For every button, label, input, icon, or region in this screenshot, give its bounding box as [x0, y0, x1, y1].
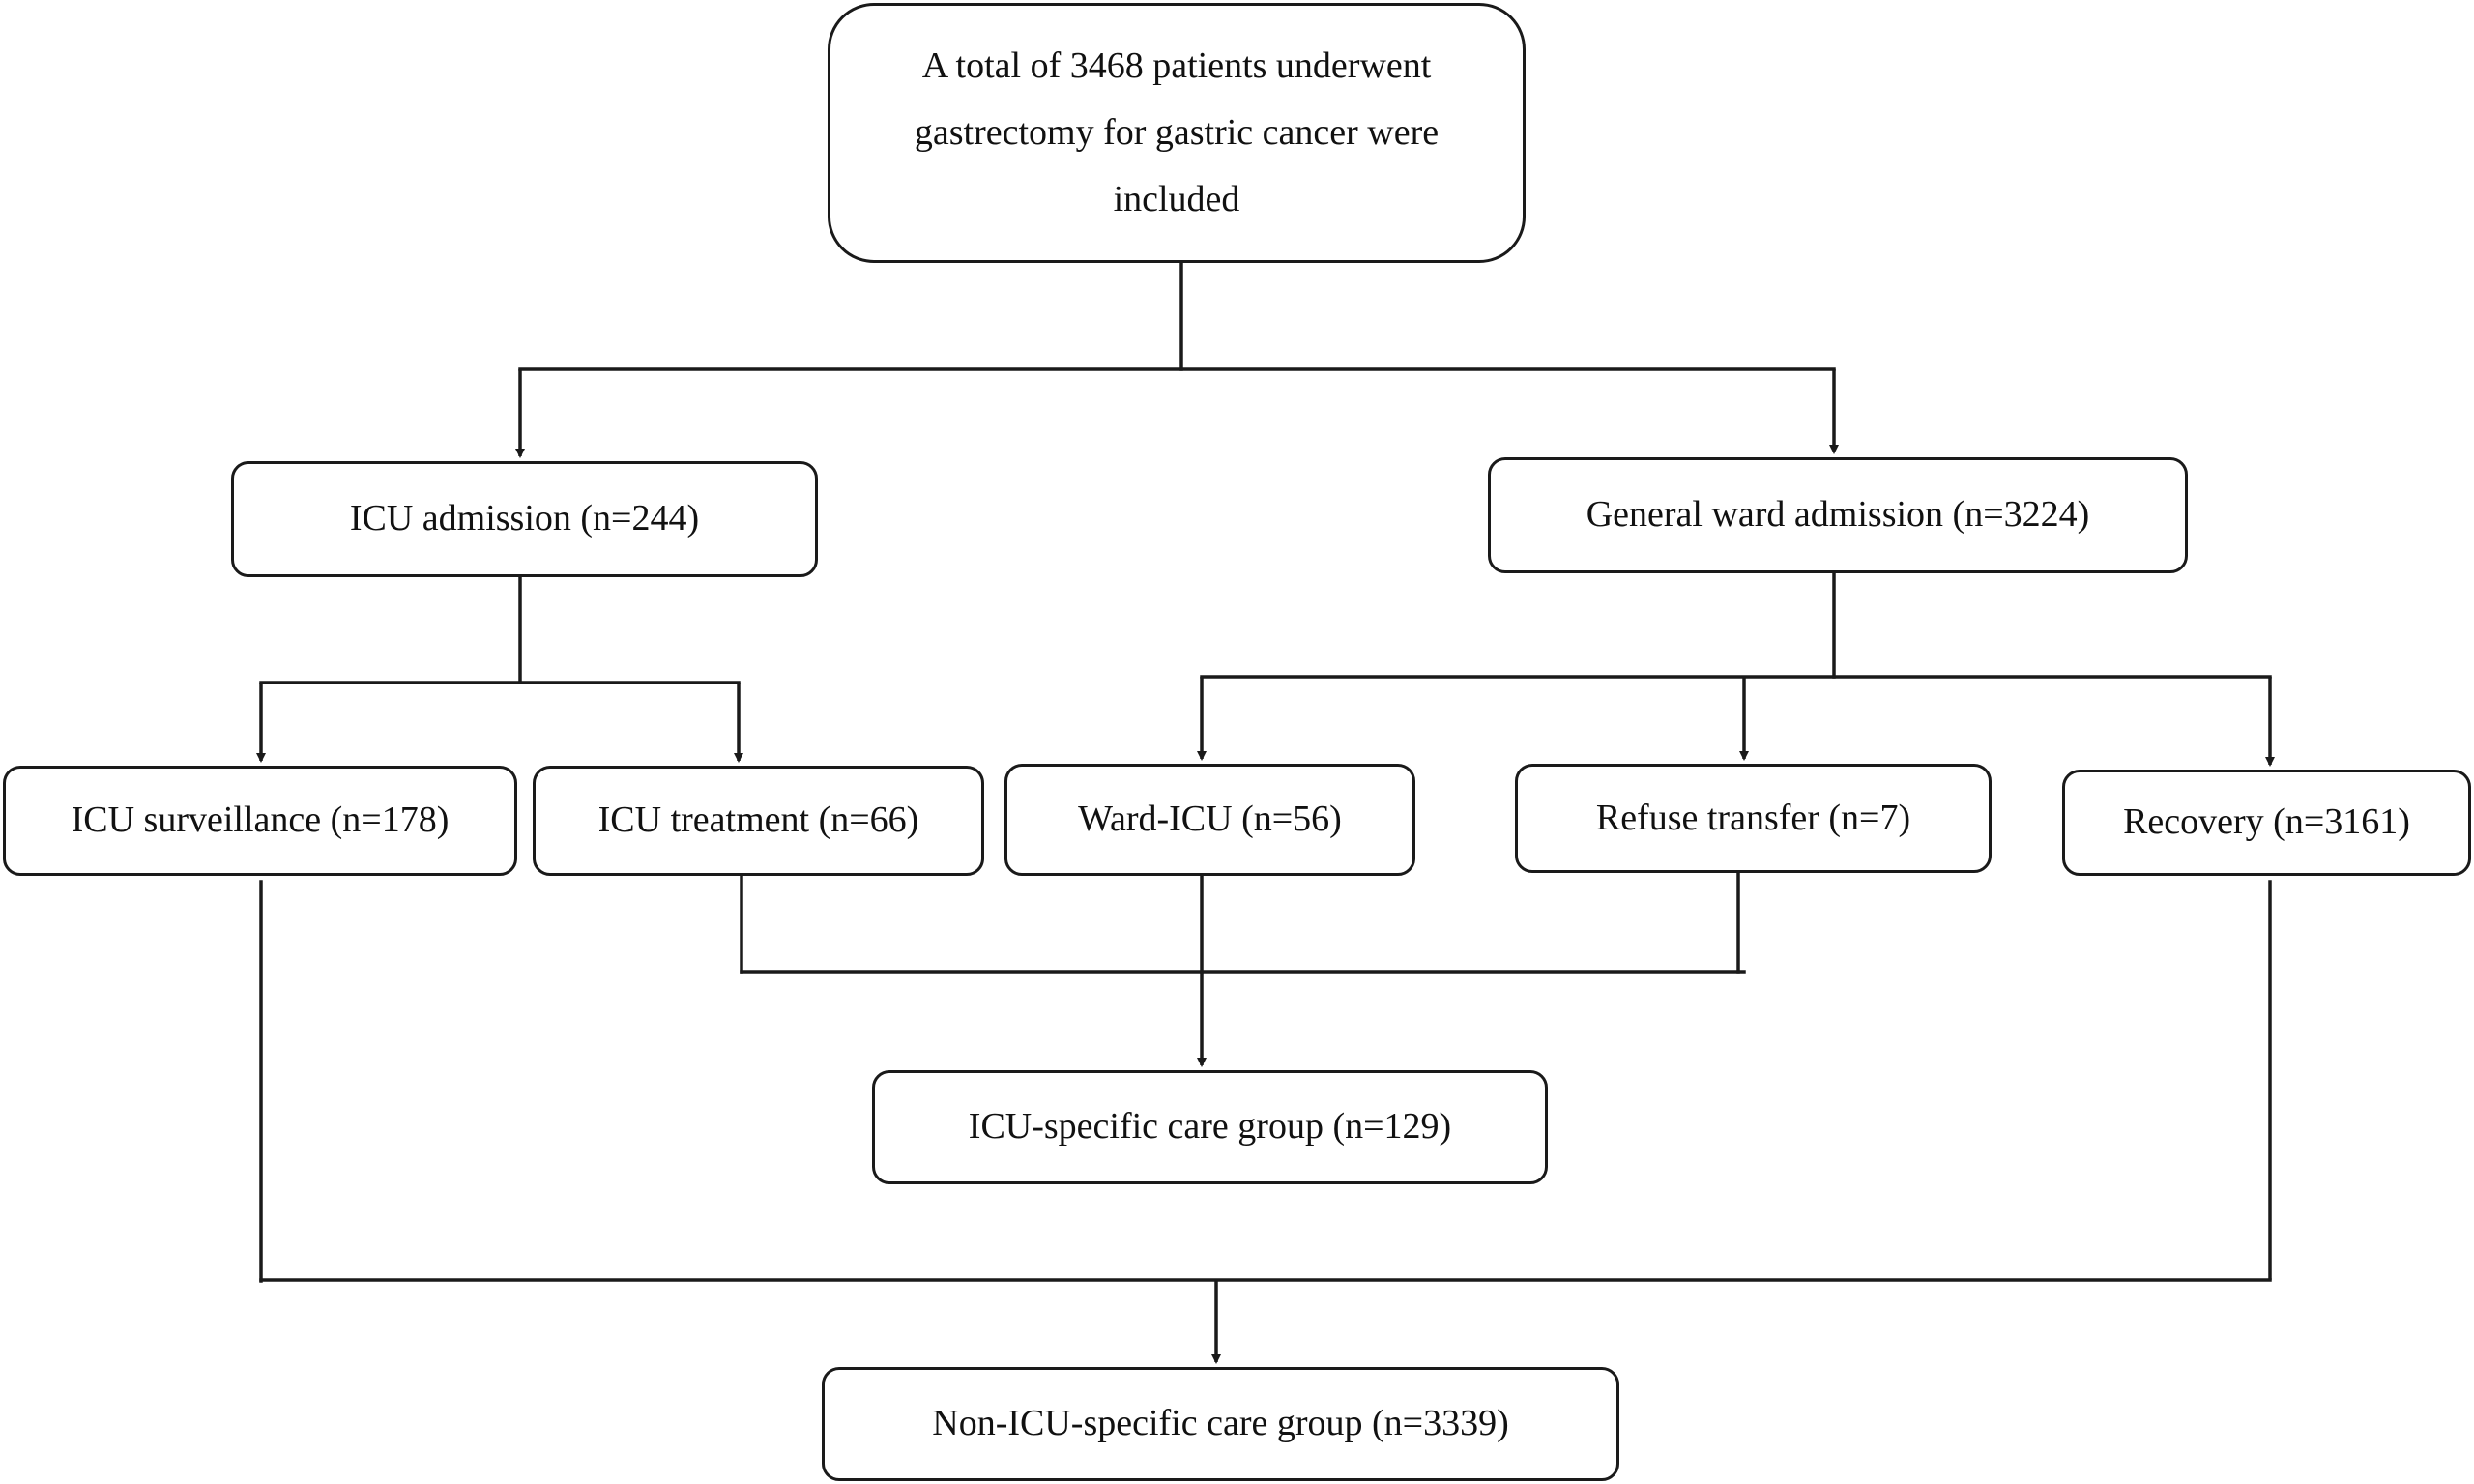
refuse-transfer-node: Refuse transfer (n=7)	[1515, 764, 1992, 873]
non-icu-specific-care-group-node: Non-ICU-specific care group (n=3339)	[822, 1367, 1619, 1481]
ward-admission-node: General ward admission (n=3224)	[1488, 457, 2188, 573]
non-icu-specific-care-group-label: Non-ICU-specific care group (n=3339)	[932, 1403, 1509, 1444]
icu-admission-node: ICU admission (n=244)	[231, 461, 818, 577]
recovery-node: Recovery (n=3161)	[2062, 770, 2471, 876]
start-node: A total of 3468 patients underwent gastr…	[828, 3, 1526, 263]
icu-treatment-label: ICU treatment (n=66)	[597, 800, 919, 841]
ward-icu-node: Ward-ICU (n=56)	[1004, 764, 1415, 876]
recovery-label: Recovery (n=3161)	[2123, 801, 2410, 843]
icu-specific-care-group-node: ICU-specific care group (n=129)	[872, 1070, 1548, 1184]
icu-treatment-node: ICU treatment (n=66)	[533, 766, 984, 876]
refuse-transfer-label: Refuse transfer (n=7)	[1595, 797, 1911, 838]
icu-surveillance-label: ICU surveillance (n=178)	[71, 800, 450, 841]
icu-specific-care-group-label: ICU-specific care group (n=129)	[968, 1106, 1452, 1148]
icu-surveillance-node: ICU surveillance (n=178)	[3, 766, 517, 876]
ward-admission-label: General ward admission (n=3224)	[1586, 494, 2090, 536]
ward-icu-label: Ward-ICU (n=56)	[1078, 799, 1342, 840]
start-node-label: A total of 3468 patients underwent gastr…	[914, 45, 1440, 219]
icu-admission-label: ICU admission (n=244)	[349, 498, 700, 539]
